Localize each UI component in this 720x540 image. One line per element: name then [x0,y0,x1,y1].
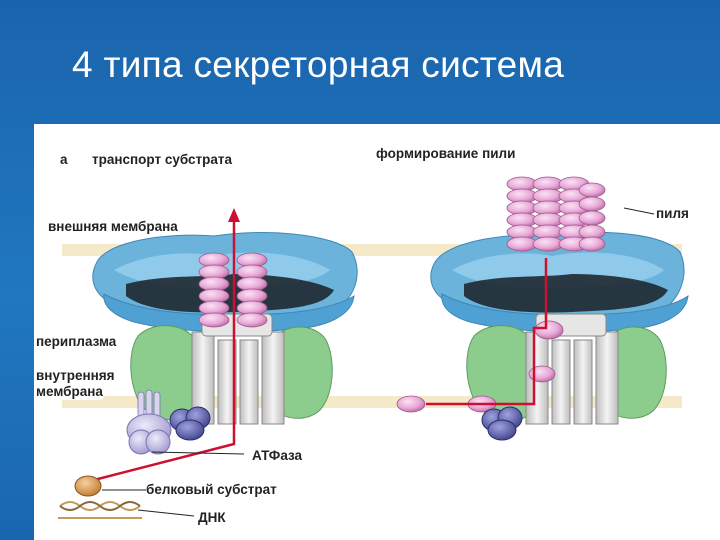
left-pilin-stack [198,252,268,328]
atpase-label: АТФаза [252,448,303,464]
panel-letter: a [60,152,68,168]
slide-title: 4 типа секреторная система [72,44,565,85]
protein-substrate-label: белковый субстрат [146,482,277,498]
dna-leader-line [137,509,195,517]
secretion-diagram [58,176,689,519]
right-panel-title: формирование пили [376,146,516,162]
periplasm-label: периплазма [36,334,117,350]
inner-membrane-label-line1: внутренняя [36,368,115,384]
right-atpase-blue [481,406,523,441]
inner-membrane-label-line2: мембрана [36,384,103,400]
dna-helix [58,501,142,519]
diagram-panel: a транспорт субстрата формирование пили … [34,124,720,540]
pilus-leader-line [623,207,655,215]
right-pilus-fibre [506,176,606,252]
pilus-label: пиля [656,206,689,222]
dna-label: ДНК [198,510,226,526]
pilin-subunit-periplasm [534,320,564,340]
left-transport-arrow [93,218,236,482]
pilin-subunit-inner [528,365,556,383]
right-assembly-arrow [426,258,548,406]
protein-substrate-blob [74,475,102,497]
left-atpase-blue [169,406,211,441]
atpase-leader-line [151,451,245,455]
left-atpase-lilac [126,389,172,455]
left-transport-arrowhead [228,208,240,222]
left-panel-title: транспорт субстрата [92,152,233,168]
outer-membrane-label: внешняя мембрана [48,219,178,235]
pilin-subunit-cytoplasm [396,395,426,413]
right-secretion-complex [430,232,689,425]
